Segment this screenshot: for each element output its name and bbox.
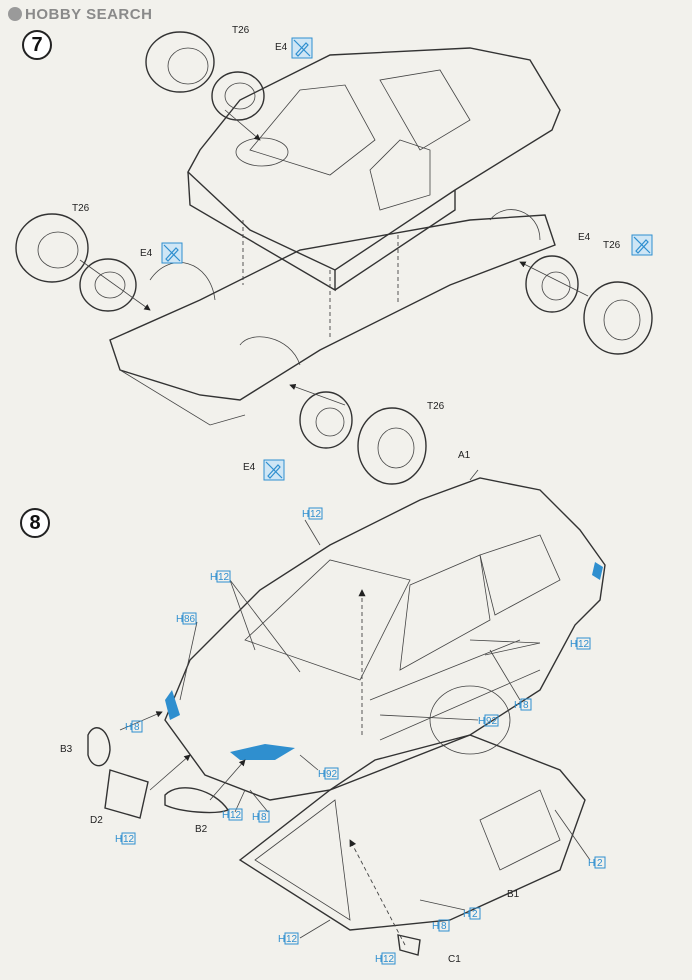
- label-t26-a: T26: [232, 25, 250, 36]
- svg-text:H: H: [478, 716, 485, 727]
- part-c1: [397, 934, 421, 956]
- window-glass-b1: [238, 734, 586, 931]
- svg-text:12: 12: [383, 954, 395, 965]
- svg-text:H: H: [302, 509, 309, 520]
- part-b2: [164, 787, 230, 814]
- svg-text:12: 12: [286, 934, 298, 945]
- svg-text:H: H: [588, 858, 595, 869]
- svg-text:H: H: [176, 614, 183, 625]
- svg-text:H: H: [570, 639, 577, 650]
- svg-text:12: 12: [230, 810, 242, 821]
- svg-text:12: 12: [123, 834, 135, 845]
- svg-text:H: H: [463, 909, 470, 920]
- floor-pan: [109, 209, 556, 426]
- label-d2: D2: [90, 815, 103, 826]
- svg-text:92: 92: [486, 716, 498, 727]
- label-e4-d: E4: [243, 462, 256, 473]
- wheel-e4-b: [79, 258, 137, 312]
- svg-text:8: 8: [441, 921, 447, 932]
- svg-text:8: 8: [134, 722, 140, 733]
- svg-text:H: H: [210, 572, 217, 583]
- svg-text:H: H: [252, 812, 259, 823]
- svg-text:H: H: [318, 769, 325, 780]
- part-b3: [87, 727, 111, 767]
- tire-t26-b: [15, 213, 89, 283]
- step-8-badge: 8: [20, 508, 50, 538]
- svg-text:8: 8: [523, 700, 529, 711]
- logo-icon: [8, 7, 22, 21]
- svg-text:12: 12: [218, 572, 230, 583]
- decal-pen-icon: [263, 459, 285, 481]
- svg-text:H: H: [222, 810, 229, 821]
- svg-text:12: 12: [578, 639, 590, 650]
- tire-t26-d: [357, 407, 427, 485]
- label-b1: B1: [507, 889, 520, 900]
- tire-t26-a: [145, 31, 215, 93]
- side-marker-lens: [592, 562, 603, 580]
- headlight-lens-left: [165, 690, 180, 720]
- part-d2: [104, 769, 149, 819]
- watermark: HOBBY SEARCH: [8, 6, 152, 23]
- label-e4-b: E4: [140, 248, 153, 259]
- label-b3: B3: [60, 744, 73, 755]
- label-b2: B2: [195, 824, 208, 835]
- label-a1: A1: [458, 450, 471, 461]
- watermark-text: HOBBY SEARCH: [25, 6, 153, 23]
- label-t26-b: T26: [72, 203, 90, 214]
- decal-pen-icon: [291, 37, 313, 59]
- decal-pen-icon: [631, 234, 653, 256]
- label-e4-a: E4: [275, 42, 288, 53]
- svg-text:86: 86: [184, 614, 196, 625]
- svg-text:8: 8: [261, 812, 267, 823]
- svg-text:2: 2: [597, 858, 603, 869]
- svg-text:H: H: [375, 954, 382, 965]
- interior-tub: [187, 47, 561, 292]
- step-7-badge: 7: [22, 30, 52, 60]
- wheel-e4-c: [525, 255, 579, 313]
- svg-text:H: H: [278, 934, 285, 945]
- svg-text:H: H: [125, 722, 132, 733]
- car-body-a1: [164, 477, 606, 801]
- label-t26-d: T26: [427, 401, 445, 412]
- svg-text:H: H: [514, 700, 521, 711]
- svg-text:2: 2: [472, 909, 478, 920]
- decal-pen-icon: [161, 242, 183, 264]
- svg-text:H: H: [432, 921, 439, 932]
- svg-text:92: 92: [326, 769, 338, 780]
- svg-text:H: H: [115, 834, 122, 845]
- label-e4-c: E4: [578, 232, 591, 243]
- svg-text:12: 12: [310, 509, 322, 520]
- label-t26-c: T26: [603, 240, 621, 251]
- wheel-e4-d: [299, 391, 353, 449]
- headlight-lens-right: [230, 744, 295, 760]
- label-c1: C1: [448, 954, 461, 965]
- tire-t26-c: [583, 281, 653, 355]
- wheel-e4-a: [211, 71, 265, 121]
